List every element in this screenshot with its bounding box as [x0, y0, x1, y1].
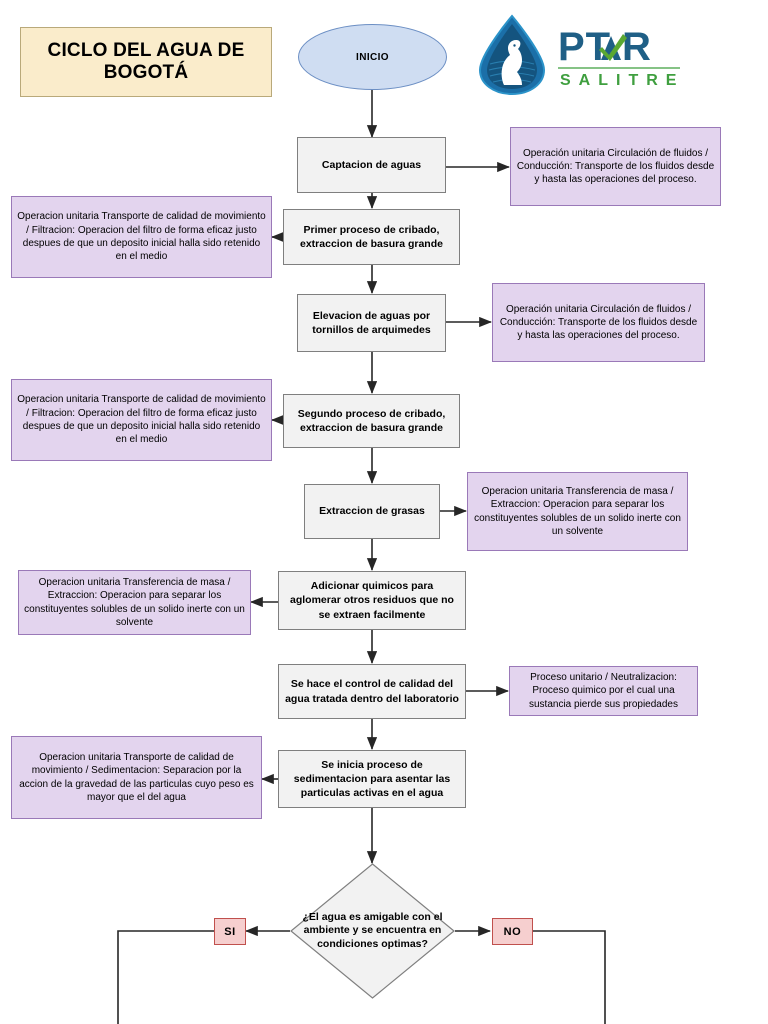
note-text: Operación unitaria Circulación de fluido… [516, 147, 715, 186]
note-text: Operacion unitaria Transporte de calidad… [17, 211, 266, 263]
note-text: Operacion unitaria Transferencia de masa… [24, 576, 245, 628]
branch-yes-label: SI [224, 925, 236, 938]
process-box-elevacion[interactable]: Elevacion de aguas por tornillos de arqu… [297, 294, 446, 352]
decision-diamond-shape [290, 863, 455, 999]
water-droplet-icon [478, 14, 546, 96]
process-label: Segundo proceso de cribado, extraccion d… [297, 407, 446, 434]
decision-node[interactable]: ¿El agua es amigable con el ambiente y s… [290, 863, 455, 999]
green-check-icon [599, 34, 627, 61]
salitre-wordmark: SALITRE [560, 72, 684, 89]
svg-text:PT: PT [558, 25, 611, 69]
note-text: Operacion unitaria Transporte de calidad… [19, 751, 254, 803]
note-text: Operacion unitaria Transporte de calidad… [17, 394, 266, 446]
process-box-quimicos[interactable]: Adicionar quimicos para aglomerar otros … [278, 571, 466, 630]
process-box-cribado2[interactable]: Segundo proceso de cribado, extraccion d… [283, 394, 460, 448]
process-label: Captacion de aguas [321, 158, 422, 171]
process-box-captacion[interactable]: Captacion de aguas [297, 137, 446, 193]
note-text: Proceso unitario / Neutralizacion: Proce… [529, 672, 678, 710]
note-text: Operacion unitaria Transferencia de masa… [474, 485, 681, 537]
process-box-grasas[interactable]: Extraccion de grasas [304, 484, 440, 539]
process-label: Extraccion de grasas [319, 505, 425, 518]
process-label: Se hace el control de calidad del agua t… [285, 678, 459, 705]
branch-yes-box[interactable]: SI [214, 918, 246, 945]
svg-text:R: R [622, 25, 652, 69]
note-box-sedimentacion: Operacion unitaria Transporte de calidad… [11, 736, 262, 819]
start-node[interactable]: INICIO [298, 24, 447, 90]
note-box-filtracion-2: Operacion unitaria Transporte de calidad… [11, 379, 272, 461]
note-box-extraccion-2: Operacion unitaria Transferencia de masa… [18, 570, 251, 635]
start-node-label: INICIO [356, 51, 389, 63]
process-box-laboratorio[interactable]: Se hace el control de calidad del agua t… [278, 664, 466, 719]
process-label: Primer proceso de cribado, extraccion de… [300, 223, 443, 250]
note-box-extraccion-1: Operacion unitaria Transferencia de masa… [467, 472, 688, 551]
note-box-filtracion-1: Operacion unitaria Transporte de calidad… [11, 196, 272, 278]
process-label: Elevacion de aguas por tornillos de arqu… [312, 309, 431, 336]
decision-label: ¿El agua es amigable con el ambiente y s… [302, 910, 443, 950]
process-box-sedimentacion[interactable]: Se inicia proceso de sedimentacion para … [278, 750, 466, 808]
process-label: Se inicia proceso de sedimentacion para … [293, 758, 451, 800]
page-title: CICLO DEL AGUA DE BOGOTÁ [20, 27, 272, 97]
note-text: Operación unitaria Circulación de fluido… [499, 303, 698, 342]
ptar-wordmark: PT R [558, 25, 652, 69]
process-label: Adicionar quimicos para aglomerar otros … [290, 580, 454, 621]
branch-no-label: NO [503, 925, 522, 938]
branch-no-box[interactable]: NO [492, 918, 533, 945]
svg-text:SALITRE: SALITRE [560, 72, 684, 89]
note-box-conduccion-2: Operación unitaria Circulación de fluido… [492, 283, 705, 362]
process-box-cribado1[interactable]: Primer proceso de cribado, extraccion de… [283, 209, 460, 265]
note-box-conduccion-1: Operación unitaria Circulación de fluido… [510, 127, 721, 206]
ptar-salitre-logo: PT R SALITRE [470, 14, 685, 96]
note-box-neutralizacion: Proceso unitario / Neutralizacion: Proce… [509, 666, 698, 716]
